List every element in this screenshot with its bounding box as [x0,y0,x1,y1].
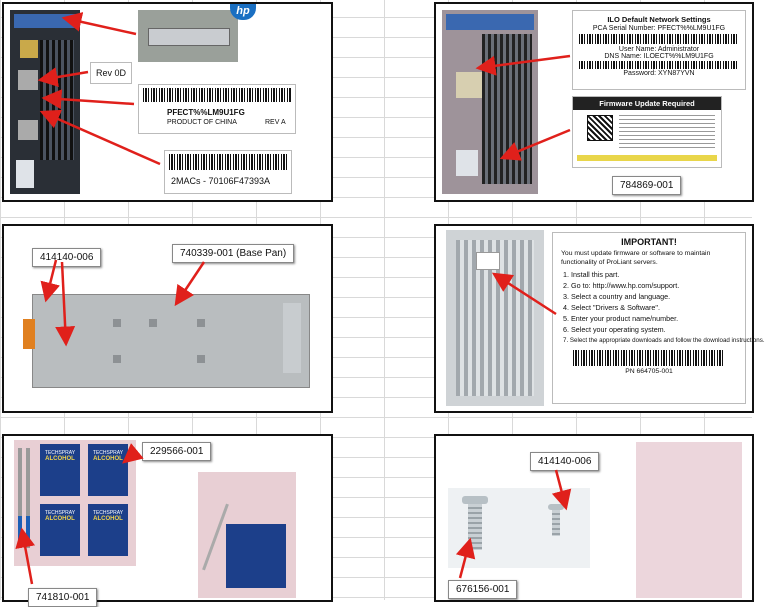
pca-serial: PCA Serial Number: PFECT%%LM9U1FG [592,25,726,32]
password: Password: XYN87YVN [623,70,695,77]
step-1: 1. Install this part. [563,270,620,279]
mac-text: 2MACs - 70106F47393A [171,176,271,186]
callout-414140-screws: 414140-006 [530,452,600,471]
panel-screws: 414140-006 676156-001 [434,434,754,602]
system-board-photo-2 [442,10,538,194]
firmware-title: Firmware Update Required [573,97,721,110]
panel-important-notice: IMPORTANT! You must update firmware or s… [434,224,765,413]
firmware-card: Firmware Update Required [572,96,722,168]
panel-system-board: hp Rev 0D PFECT%%LM9U1FG PRODUCT OF CHIN… [2,2,333,202]
step-2: 2. Go to: http://www.hp.com/support. [563,281,680,290]
rev-label: Rev 0D [90,62,132,84]
important-notice-card: IMPORTANT! You must update firmware or s… [552,232,765,404]
base-pan-photo [23,294,310,388]
step-3: 3. Select a country and language. [563,292,671,301]
important-intro: You must update firmware or software to … [561,250,711,266]
callout-229566: 229566-001 [142,442,212,461]
ilo-title: ILO Default Network Settings [607,15,711,24]
bagged-kit-photo [198,472,296,598]
part-number: PN 664705-001 [625,368,673,375]
callout-676156: 676156-001 [448,580,518,599]
origin-text: PRODUCT OF CHINA [167,119,237,126]
callout-414140-left: 414140-006 [32,248,102,267]
serial-label: PFECT%%LM9U1FG PRODUCT OF CHINA REV A [138,84,296,134]
packaged-board-photo [446,230,544,406]
screws-photo [448,488,590,568]
callout-741810: 741810-001 [28,588,98,607]
ilo-settings-card: ILO Default Network Settings PCA Serial … [572,10,746,90]
panel-base-pan: 414140-006 740339-001 (Base Pan) [2,224,333,413]
step-5: 5. Enter your product name/number. [563,314,679,323]
step-7: 7. Select the appropriate downloads and … [563,337,765,344]
callout-784869: 784869-001 [612,176,682,195]
system-board-photo [10,10,80,194]
user-name: User Name: Administrator [618,46,700,53]
dns-name: DNS Name: ILOECT%%LM9U1FG [604,53,714,60]
step-6: 6. Select your operating system. [563,325,666,334]
rev-text: REV A [265,119,286,126]
qr-code-icon [587,115,613,141]
serial-text: PFECT%%LM9U1FG [167,108,245,117]
callout-740339: 740339-001 (Base Pan) [172,244,295,263]
important-title: IMPORTANT! [621,237,677,247]
panel-ilo-firmware: ILO Default Network Settings PCA Serial … [434,2,754,202]
mac-label: 2MACs - 70106F47393A [164,150,292,194]
step-4: 4. Select "Drivers & Software". [563,303,660,312]
bagged-screws-photo [636,442,742,598]
connector-photo [138,10,238,62]
hp-logo: hp [230,4,256,20]
